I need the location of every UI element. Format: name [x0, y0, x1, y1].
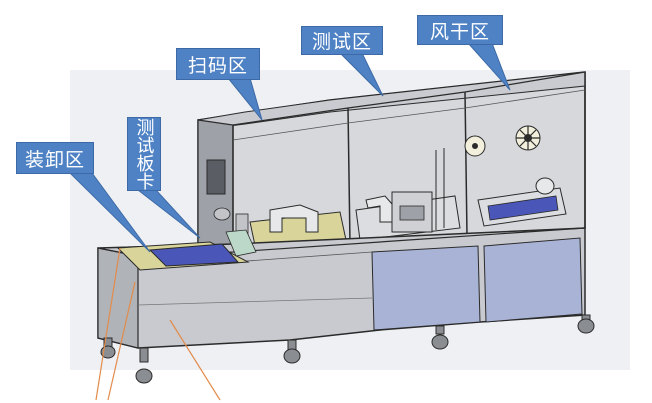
- casters: [100, 314, 595, 384]
- glass-door: [371, 245, 481, 331]
- label-scan-zone: 扫码区: [176, 48, 260, 80]
- loading-tray: [116, 229, 257, 271]
- label-dry-zone: 风干区: [417, 15, 503, 45]
- leader-lines: [95, 247, 221, 401]
- cabinet-window: [206, 159, 226, 195]
- label-loading-zone: 装卸区: [16, 142, 94, 174]
- glass-door: [483, 237, 583, 323]
- test-board: [148, 243, 240, 267]
- callout-pointers: [68, 42, 511, 253]
- dry-chamber-internals: [464, 125, 567, 227]
- label-test-zone: 测试区: [301, 26, 383, 55]
- test-chamber-internals: [355, 148, 461, 241]
- label-test-board: 测试板卡: [127, 117, 161, 191]
